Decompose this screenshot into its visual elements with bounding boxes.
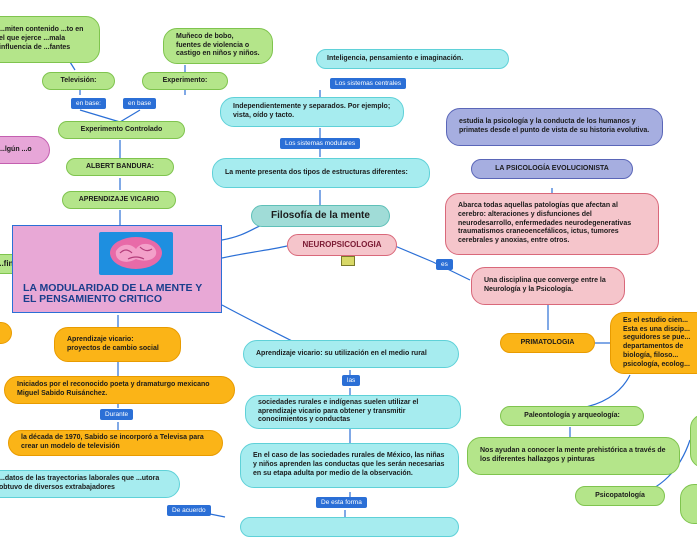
filosofia-node[interactable]: Filosofía de la mente: [251, 205, 390, 227]
neuropsicologia-node[interactable]: NEUROPSICOLOGIA: [287, 234, 397, 256]
sistemas-centrales-label: Los sistemas centrales: [330, 78, 407, 89]
muneco-text: Muñeco de bobo, fuentes de violencia o c…: [176, 32, 260, 58]
algun-text: ...lgún ...o: [0, 145, 32, 153]
sistemas-modulares-label: Los sistemas modulares: [280, 138, 361, 149]
psicopatologia-node[interactable]: Psicopatología: [575, 486, 665, 506]
right-green-stub[interactable]: [690, 414, 697, 468]
television-label: Televisión:: [60, 76, 97, 84]
estudio-node[interactable]: Es el estudio cien... Esta es una discip…: [610, 312, 697, 374]
television-note-text: ...miten contenido ...to en el que ejerc…: [0, 26, 84, 51]
primatologia-node[interactable]: PRIMATOLOGIA: [500, 333, 595, 353]
bandura-label: ALBERT BANDURA:: [85, 162, 155, 170]
aprendizaje-rural-node[interactable]: Aprendizaje vicario: su utilización en e…: [243, 340, 459, 368]
muneco-node[interactable]: Muñeco de bobo, fuentes de violencia o c…: [163, 28, 273, 64]
central-topic[interactable]: LA MODULARIDAD DE LA MENTE Y EL PENSAMIE…: [12, 225, 222, 313]
datos-text: ...datos de las trayectorias laborales q…: [0, 475, 160, 491]
experimento-controlado-node[interactable]: Experimento Controlado: [58, 121, 185, 139]
television-node[interactable]: Televisión:: [42, 72, 115, 90]
decada-node[interactable]: la década de 1970, Sabido se incorporó a…: [8, 430, 223, 456]
mente-presenta-text: La mente presenta dos tipos de estructur…: [225, 168, 408, 176]
psicopatologia-text: Psicopatología: [595, 491, 645, 499]
datos-node[interactable]: ...datos de las trayectorias laborales q…: [0, 470, 180, 498]
iniciados-text: Iniciados por el reconocido poeta y dram…: [17, 381, 210, 397]
note-icon[interactable]: [341, 256, 355, 266]
aprendizaje-vicario-label: APRENDIZAJE VICARIO: [78, 195, 160, 203]
algun-node[interactable]: ...lgún ...o: [0, 136, 50, 164]
abarca-node[interactable]: Abarca todas aquellas patologías que afe…: [445, 193, 659, 255]
bandura-node[interactable]: ALBERT BANDURA:: [66, 158, 174, 176]
experimento-node[interactable]: Experimento:: [142, 72, 228, 90]
en-el-caso-text: En el caso de las sociedades rurales de …: [253, 452, 445, 477]
nos-ayudan-node[interactable]: Nos ayudan a conocer la mente prehistóri…: [467, 437, 680, 475]
decada-text: la década de 1970, Sabido se incorporó a…: [21, 434, 204, 450]
disciplina-text: Una disciplina que converge entre la Neu…: [484, 277, 606, 293]
television-note[interactable]: ...miten contenido ...to en el que ejerc…: [0, 16, 100, 63]
estudia-text: estudia la psicología y la conducta de l…: [459, 118, 650, 134]
sociedades-rurales-text: sociedades rurales e indígenas suelen ut…: [258, 398, 419, 424]
en-base-label-1: en base:: [71, 98, 106, 109]
iniciados-node[interactable]: Iniciados por el reconocido poeta y dram…: [4, 376, 235, 404]
estudio-text: Es el estudio cien... Esta es una discip…: [623, 316, 691, 368]
right-green-stub-2[interactable]: [680, 484, 697, 524]
fined-text: ...fined: [0, 259, 23, 269]
estudia-node[interactable]: estudia la psicología y la conducta de l…: [446, 108, 663, 146]
es-label: es: [436, 259, 453, 270]
inteligencia-text: Inteligencia, pensamiento e imaginación.: [327, 54, 464, 62]
inteligencia-node[interactable]: Inteligencia, pensamiento e imaginación.: [316, 49, 509, 69]
paleontologia-node[interactable]: Paleontología y arqueología:: [500, 406, 644, 426]
independientemente-text: Independientemente y separados. Por ejem…: [233, 103, 391, 119]
paleontologia-text: Paleontología y arqueología:: [524, 411, 620, 419]
neuropsicologia-text: NEUROPSICOLOGIA: [302, 240, 382, 249]
independientemente-node[interactable]: Independientemente y separados. Por ejem…: [220, 97, 404, 127]
aprendizaje-proyectos-text: Aprendizaje vicario: proyectos de cambio…: [67, 335, 159, 352]
sociedades-rurales-node[interactable]: sociedades rurales e indígenas suelen ut…: [245, 395, 461, 429]
central-title: LA MODULARIDAD DE LA MENTE Y EL PENSAMIE…: [23, 281, 203, 306]
bottom-cyan-stub[interactable]: [240, 517, 459, 537]
disciplina-node[interactable]: Una disciplina que converge entre la Neu…: [471, 267, 625, 305]
abarca-text: Abarca todas aquellas patologías que afe…: [458, 202, 632, 245]
en-base-label-2: en base: [123, 98, 157, 109]
en-el-caso-node[interactable]: En el caso de las sociedades rurales de …: [240, 443, 459, 488]
brain-icon: [99, 232, 173, 275]
aprendizaje-proyectos-node[interactable]: Aprendizaje vicario: proyectos de cambio…: [54, 327, 181, 362]
psicologia-evolucionista-text: LA PSICOLOGÍA EVOLUCIONISTA: [495, 164, 609, 172]
filosofia-text: Filosofía de la mente: [271, 209, 370, 221]
aprendizaje-rural-text: Aprendizaje vicario: su utilización en e…: [256, 349, 427, 357]
de-esta-forma-label: De esta forma: [316, 497, 367, 508]
nos-ayudan-text: Nos ayudan a conocer la mente prehistóri…: [480, 447, 666, 463]
las-label: las: [342, 375, 361, 386]
mente-presenta-node[interactable]: La mente presenta dos tipos de estructur…: [212, 158, 430, 188]
aprendizaje-vicario-node[interactable]: APRENDIZAJE VICARIO: [62, 191, 176, 209]
experimento-label: Experimento:: [162, 76, 208, 84]
psicologia-evolucionista-node[interactable]: LA PSICOLOGÍA EVOLUCIONISTA: [471, 159, 633, 179]
experimento-controlado-label: Experimento Controlado: [80, 125, 163, 133]
durante-label: Durante: [100, 409, 134, 420]
primatologia-text: PRIMATOLOGIA: [520, 338, 575, 346]
de-acuerdo-label: De acuerdo: [167, 505, 211, 516]
